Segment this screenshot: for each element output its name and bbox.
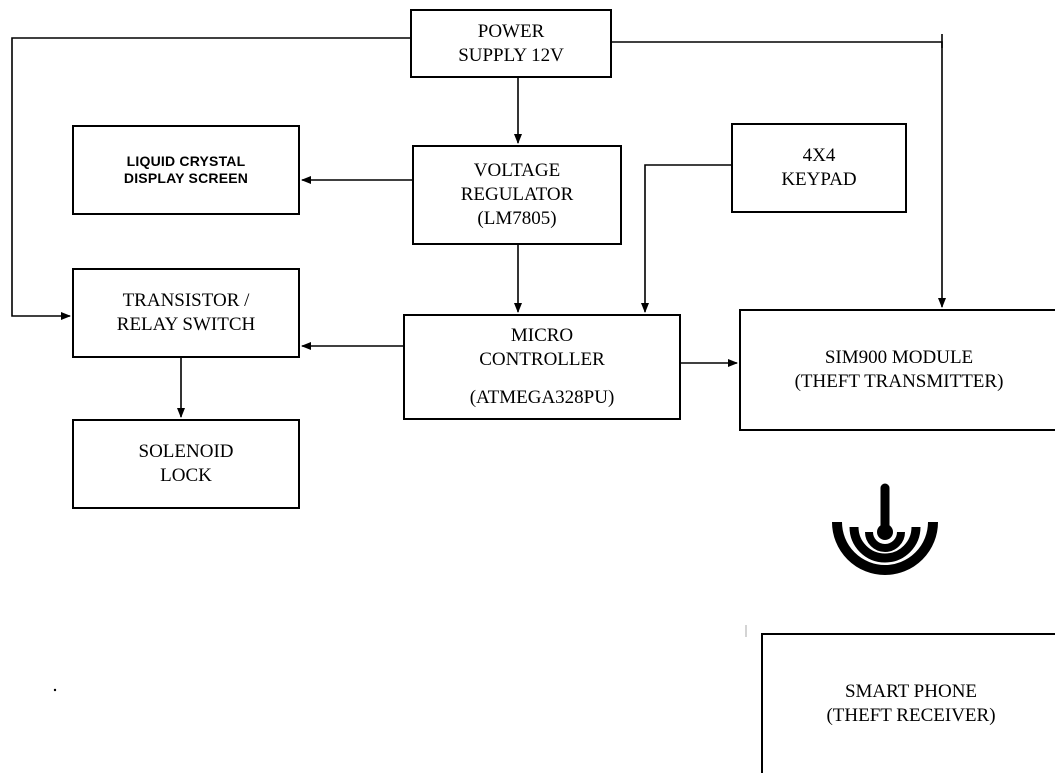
microcontroller-block: MICRO CONTROLLER (ATMEGA328PU) — [403, 314, 681, 420]
lcd-block: LIQUID CRYSTAL DISPLAY SCREEN — [72, 125, 300, 215]
vreg-line-3: (LM7805) — [477, 207, 557, 229]
sim-line-2: (THEFT TRANSMITTER) — [794, 371, 1004, 392]
sim900-module-block: SIM900 MODULE (THEFT TRANSMITTER) — [739, 309, 1055, 431]
phone-line-2: (THEFT RECEIVER) — [826, 705, 996, 726]
wireless-signal-icon — [832, 483, 938, 575]
lock-line-2: LOCK — [160, 465, 212, 486]
mcu-line-1: MICRO — [510, 325, 574, 347]
mcu-line-3: (ATMEGA328PU) — [469, 386, 615, 408]
lcd-line-2: DISPLAY SCREEN — [123, 170, 249, 186]
sim-line-1: SIM900 MODULE — [824, 347, 974, 369]
power-line-1: POWER — [477, 20, 545, 42]
keypad-block: 4X4 KEYPAD — [731, 123, 907, 213]
phone-line-1: SMART PHONE — [844, 681, 978, 703]
mcu-line-2: CONTROLLER — [479, 349, 605, 371]
lock-line-1: SOLENOID — [138, 441, 234, 463]
power-supply-block: POWER SUPPLY 12V — [410, 9, 612, 78]
vreg-line-2: REGULATOR — [460, 184, 574, 206]
vreg-line-1: VOLTAGE — [473, 160, 561, 182]
keypad-line-1: 4X4 — [802, 145, 836, 167]
stray-dot — [53, 688, 57, 692]
solenoid-lock-block: SOLENOID LOCK — [72, 419, 300, 509]
relay-line-2: RELAY SWITCH — [116, 314, 256, 335]
voltage-regulator-block: VOLTAGE REGULATOR (LM7805) — [412, 145, 622, 245]
smart-phone-block: SMART PHONE (THEFT RECEIVER) — [761, 633, 1055, 773]
relay-line-1: TRANSISTOR / — [122, 290, 250, 312]
relay-switch-block: TRANSISTOR / RELAY SWITCH — [72, 268, 300, 358]
keypad-line-2: KEYPAD — [781, 169, 857, 190]
wire-power-to-relay — [11, 37, 410, 320]
power-line-2: SUPPLY 12V — [458, 44, 564, 66]
lcd-line-1: LIQUID CRYSTAL — [126, 152, 246, 169]
wire-keypad-to-mcu — [641, 164, 731, 313]
